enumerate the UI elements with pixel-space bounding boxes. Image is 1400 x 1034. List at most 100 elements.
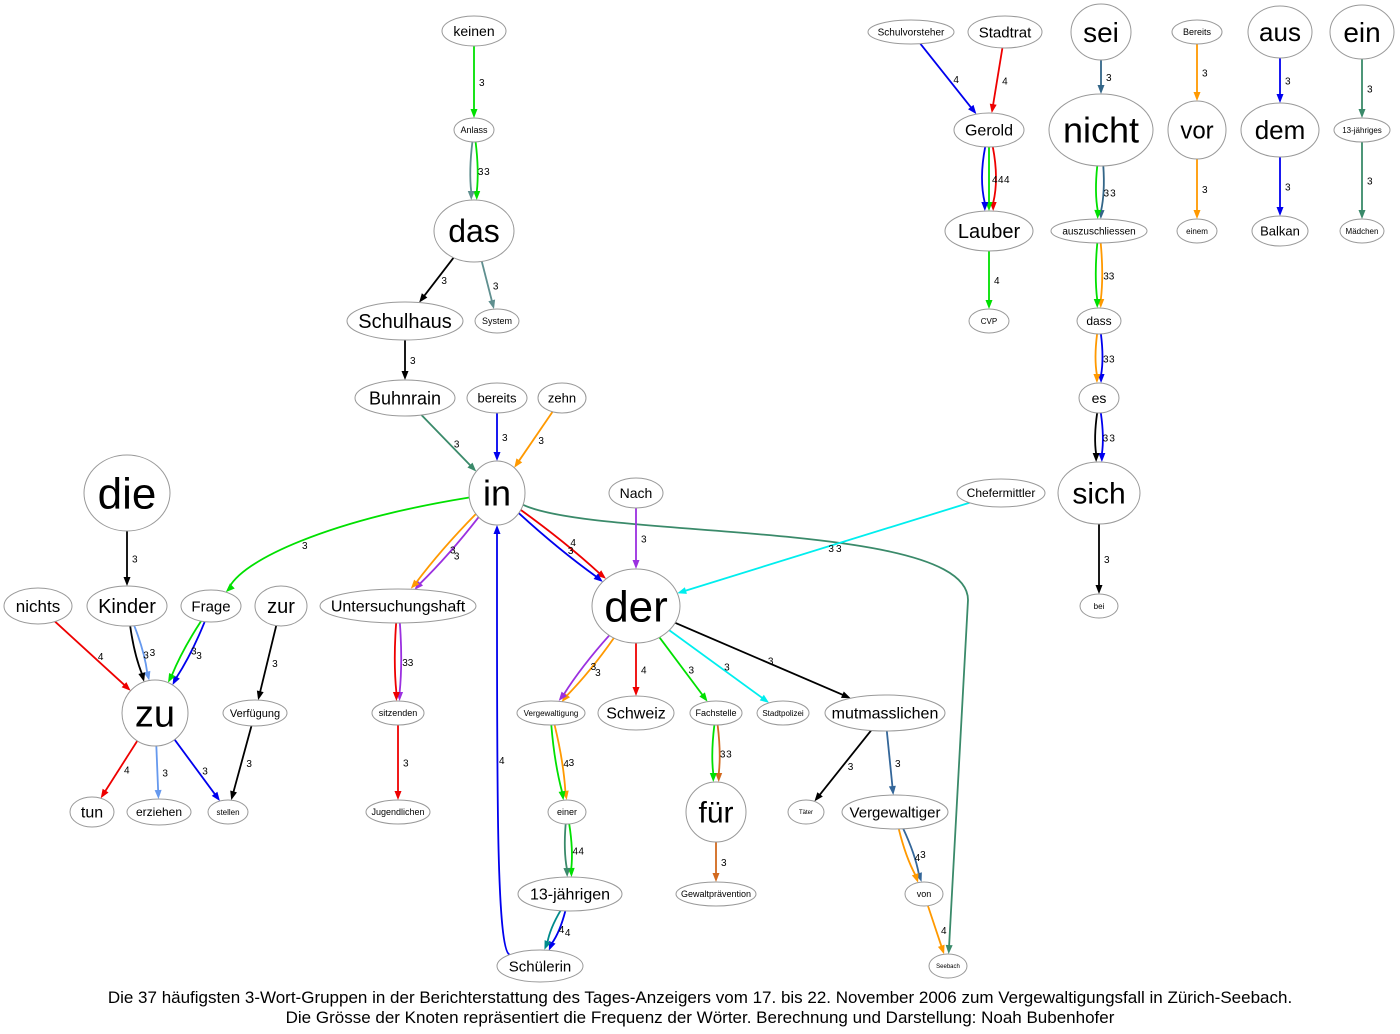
edge-sei-nicht: 3 [1097,60,1112,94]
edge-weight-label: 3 [1109,355,1115,366]
node-kinder[interactable]: Kinder [86,585,168,627]
node-bereits[interactable]: Bereits [1171,19,1223,45]
edge-weight-label: 3 [720,750,726,761]
node-in[interactable]: in [468,460,526,526]
edge-die-kinder: 3 [123,531,138,586]
node-lauber[interactable]: Lauber [944,210,1034,252]
node-der[interactable]: der [591,568,681,644]
node-ein[interactable]: ein [1329,4,1395,60]
node-chefermittler[interactable]: Chefermittler [956,478,1046,508]
node-einer[interactable]: einer [547,799,587,825]
edge-weight-label: 4 [1002,77,1008,88]
node-sich[interactable]: sich [1057,461,1141,525]
node-untersuchungshaft[interactable]: Untersuchungshaft [319,588,477,624]
node-gewaltprävention[interactable]: Gewaltprävention [675,881,757,907]
arrowhead-icon [1193,210,1201,219]
arrowhead-icon [841,691,851,699]
node-einem[interactable]: einem [1176,218,1218,244]
node-tun[interactable]: tun [69,796,115,828]
node-label: der [604,582,668,631]
node-von[interactable]: von [904,881,944,907]
node-zehn[interactable]: zehn [537,382,587,414]
edge-weight-label: 3 [479,78,485,89]
node-dass[interactable]: dass [1076,307,1122,335]
edge-mutmasslichen-vergewaltiger: 3 [885,730,901,796]
arrowhead-icon [945,944,953,955]
edge-weight-label: 4 [565,928,571,939]
node-label: bei [1094,602,1105,611]
node-label: Jugendlichen [371,807,424,817]
node-schulvorsteher[interactable]: Schulvorsteher [867,19,955,45]
node-zur[interactable]: zur [254,585,308,627]
node-balkan[interactable]: Balkan [1251,215,1309,247]
edge-13-jähriges-mädchen: 3 [1358,141,1373,219]
node-system[interactable]: System [474,308,520,334]
node-bei[interactable]: bei [1079,593,1119,619]
node-dem[interactable]: dem [1240,102,1320,158]
edge-weight-label: 3 [1202,185,1208,196]
edge-zu-tun: 4 [100,740,139,799]
node-nach[interactable]: Nach [608,477,664,509]
edge-mutmasslichen-täter: 3 [814,729,872,802]
node-frage[interactable]: Frage [180,589,242,623]
edge-weight-label: 4 [994,276,1000,287]
node-stellen[interactable]: stellen [207,799,249,825]
edge-in-untersuchungshaft: 3 [410,513,477,589]
node-schulhaus[interactable]: Schulhaus [346,301,464,341]
node-bereits[interactable]: bereits [466,382,528,414]
node-erziehen[interactable]: erziehen [126,798,192,826]
node-13-jähriges[interactable]: 13-jähriges [1333,117,1391,143]
arrowhead-icon [154,789,162,800]
node-label: 13-jährigen [530,887,610,904]
arrowhead-icon [632,687,640,696]
node-seebach[interactable]: Seebach [928,953,968,979]
node-label: ein [1343,17,1380,48]
node-anlass[interactable]: Anlass [453,117,495,143]
node-die[interactable]: die [83,454,171,532]
node-verfügung[interactable]: Verfügung [222,699,288,727]
node-nichts[interactable]: nichts [3,587,73,625]
node-label: Balkan [1260,224,1300,239]
node-mutmasslichen[interactable]: mutmasslichen [824,694,946,732]
node-zu[interactable]: zu [121,679,189,747]
node-vor[interactable]: vor [1167,100,1227,160]
node-gerold[interactable]: Gerold [953,112,1025,148]
node-vergewaltigung[interactable]: Vergewaltigung [516,700,586,726]
node-auszuschliessen[interactable]: auszuschliessen [1050,218,1148,244]
arrowhead-icon [558,691,568,701]
arrowhead-icon [596,570,606,579]
node-es[interactable]: es [1078,382,1120,414]
node-für[interactable]: für [685,781,747,843]
arrowhead-icon [1276,94,1284,103]
edge-sitzenden-jugendlichen: 3 [394,725,409,800]
arrowhead-icon [558,790,566,801]
arrowhead-icon [1093,299,1101,309]
node-schülerin[interactable]: Schülerin [496,949,584,983]
node-das[interactable]: das [433,199,515,263]
node-buhnrain[interactable]: Buhnrain [354,379,456,417]
arrowhead-icon [225,583,235,593]
node-13-jährigen[interactable]: 13-jährigen [517,876,623,912]
edge-es-sich: 3 [1098,412,1115,463]
node-mädchen[interactable]: Mädchen [1339,218,1385,244]
node-stadtrat[interactable]: Stadtrat [967,15,1043,49]
node-vergewaltiger[interactable]: Vergewaltiger [841,794,949,830]
node-label: sei [1083,17,1119,48]
node-cvp[interactable]: CVP [968,308,1010,334]
edge-ein-13-jähriges: 3 [1358,58,1373,118]
edge-verfügung-stellen: 3 [230,725,252,801]
node-schweiz[interactable]: Schweiz [597,695,675,731]
node-nicht[interactable]: nicht [1048,93,1154,167]
edge-für-gewaltprävention: 3 [712,842,727,882]
node-sitzenden[interactable]: sitzenden [371,700,425,726]
node-täter[interactable]: Täter [787,799,825,825]
node-keinen[interactable]: keinen [441,15,507,47]
edge-weight-label: 3 [408,658,414,669]
node-aus[interactable]: aus [1247,5,1313,59]
node-sei[interactable]: sei [1070,3,1132,61]
node-fachstelle[interactable]: Fachstelle [689,700,743,726]
node-stadtpolizei[interactable]: Stadtpolizei [756,700,810,726]
node-label: Bereits [1183,27,1212,37]
node-jugendlichen[interactable]: Jugendlichen [365,799,431,825]
